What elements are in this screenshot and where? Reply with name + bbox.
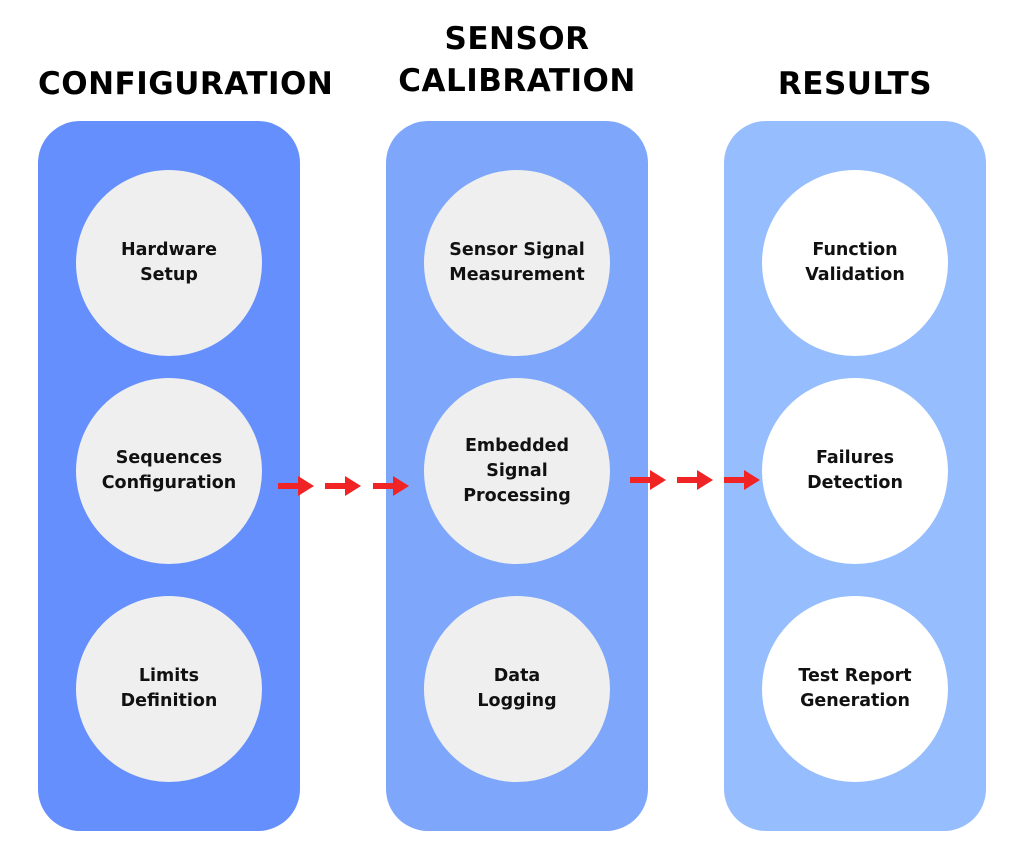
results-panel: Function Validation Failures Detection T… (724, 121, 986, 831)
configuration-panel: Hardware Setup Sequences Configuration L… (38, 121, 300, 831)
title-results: RESULTS (777, 66, 933, 102)
red-arrow-icon (677, 470, 713, 490)
red-arrow-icon (630, 470, 666, 490)
red-arrow-icon (373, 476, 409, 496)
step-hardware-setup: Hardware Setup (76, 170, 262, 356)
step-sequences-configuration: Sequences Configuration (76, 378, 262, 564)
red-arrow-icon (325, 476, 361, 496)
step-data-logging: Data Logging (424, 596, 610, 782)
step-test-report-generation: Test Report Generation (762, 596, 948, 782)
title-sensor-calibration: SENSOR CALIBRATION (398, 21, 636, 99)
sensor-calibration-panel: Sensor Signal Measurement Embedded Signa… (386, 121, 648, 831)
step-label: Failures Detection (807, 448, 903, 493)
step-label: Limits Definition (120, 666, 218, 711)
step-label: Function Validation (805, 240, 905, 285)
step-label: Embedded Signal Processing (463, 435, 571, 506)
step-label: Sensor Signal Measurement (449, 240, 585, 285)
step-label: Sequences Configuration (101, 448, 237, 493)
step-label: Test Report Generation (798, 666, 912, 711)
step-embedded-signal-processing: Embedded Signal Processing (424, 378, 610, 564)
red-arrow-icon (278, 476, 314, 496)
step-sensor-signal-measurement: Sensor Signal Measurement (424, 170, 610, 356)
step-function-validation: Function Validation (762, 170, 948, 356)
red-arrow-icon (724, 470, 760, 490)
step-label: Hardware Setup (120, 240, 218, 285)
step-failures-detection: Failures Detection (762, 378, 948, 564)
title-configuration: CONFIGURATION (38, 66, 334, 102)
step-label: Data Logging (477, 666, 557, 711)
step-limits-definition: Limits Definition (76, 596, 262, 782)
